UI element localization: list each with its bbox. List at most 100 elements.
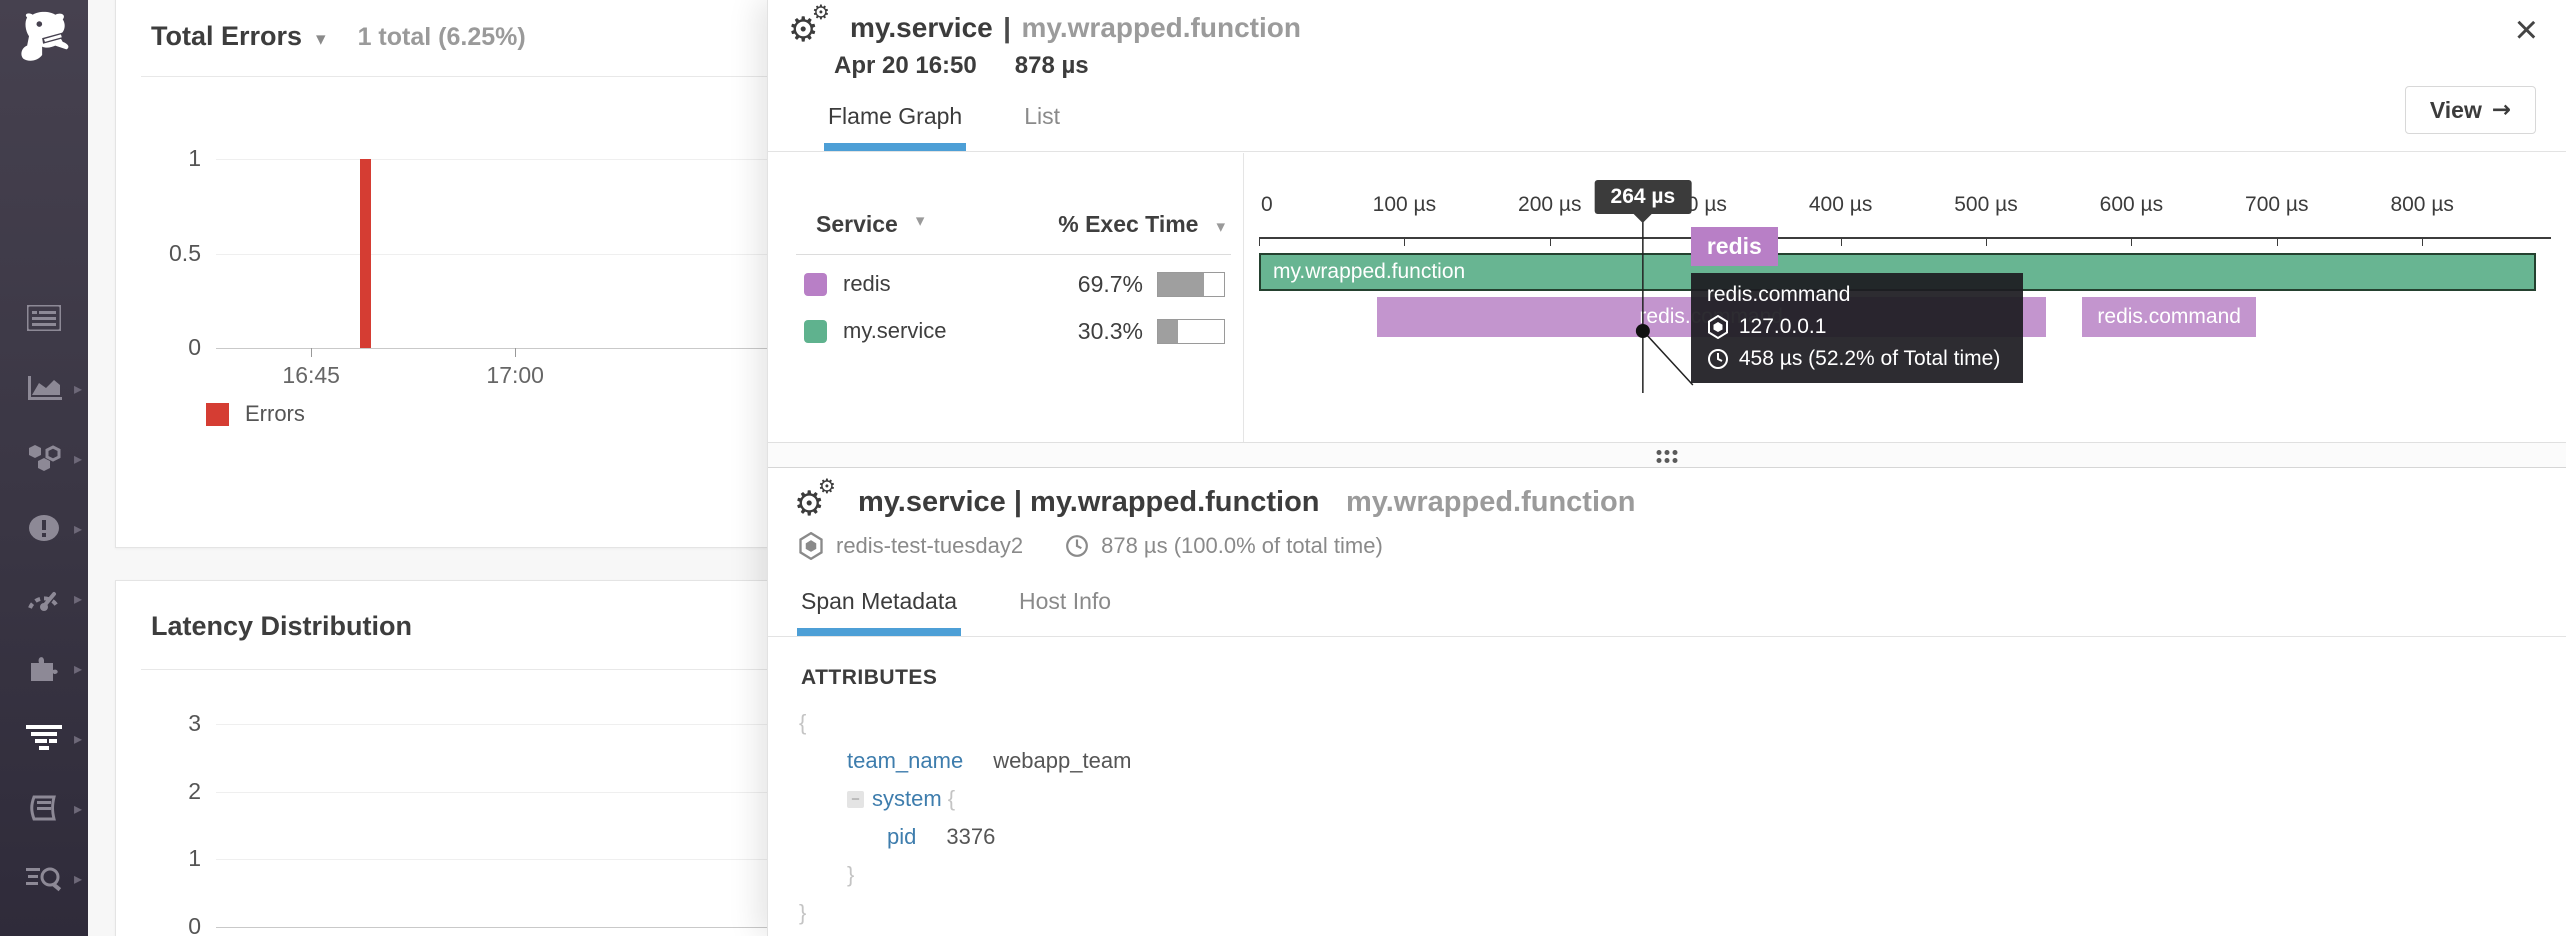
col-service[interactable]: Service	[816, 211, 898, 237]
x-axis-tick: 17:00	[486, 362, 544, 388]
sidebar-item-infrastructure[interactable]: ▸	[0, 430, 88, 486]
sidebar-item-logs[interactable]: ▸	[0, 780, 88, 836]
y-axis-tick: 0	[188, 912, 201, 936]
trace-tabs: Flame Graph List	[823, 103, 1061, 151]
flame-axis-tick: 600 µs	[2099, 193, 2164, 216]
host-hexagon-icon	[1707, 315, 1728, 339]
service-row-redis[interactable]: redis 69.7%	[804, 271, 1225, 297]
attributes-heading: ATTRIBUTES	[801, 666, 938, 689]
sidebar-item-synthetics[interactable]: ▸	[0, 850, 88, 906]
json-line: }	[799, 894, 1131, 932]
flame-axis-tick: 700 µs	[2245, 193, 2309, 216]
arrow-right-icon: →	[2491, 97, 2512, 123]
json-value: webapp_team	[993, 748, 1132, 773]
chevron-right-icon: ▸	[73, 798, 82, 818]
trace-timestamp: Apr 20 16:50	[834, 52, 977, 79]
span-tabs: Span Metadata Host Info	[796, 588, 1112, 636]
flame-axis	[1259, 237, 2551, 239]
flame-axis-tick-mark	[2422, 237, 2424, 246]
chevron-down-icon[interactable]: ▾	[316, 28, 326, 50]
sort-caret-icon[interactable]: ▾	[915, 211, 925, 231]
json-key[interactable]: team_name	[847, 748, 964, 773]
trace-title-service: my.service	[850, 12, 993, 43]
sidebar-item-apm[interactable]: ▸	[0, 710, 88, 766]
json-key[interactable]: system	[872, 786, 942, 811]
span-title: my.service | my.wrapped.function	[858, 485, 1320, 518]
collapse-toggle-icon[interactable]: −	[847, 790, 864, 808]
trace-title-resource: my.wrapped.function	[1021, 12, 1301, 43]
service-name: redis	[843, 271, 891, 296]
panel-splitter[interactable]	[768, 442, 2566, 468]
tooltip-duration: 458 µs (52.2% of Total time)	[1738, 347, 2001, 370]
col-exec-time[interactable]: % Exec Time	[1058, 211, 1199, 237]
sort-caret-icon[interactable]: ▾	[1216, 217, 1225, 237]
span-detail-panel: ⚙⚙ my.service | my.wrapped.function my.w…	[768, 468, 2566, 936]
exec-time-bar	[1157, 318, 1225, 344]
flame-span-redis.command[interactable]: redis.command	[2081, 297, 2257, 337]
flame-axis-tick-mark	[1404, 237, 1406, 246]
errors-legend[interactable]: Errors	[206, 401, 305, 427]
flame-axis-tick-mark	[1986, 237, 1987, 246]
flame-axis-tick-mark	[2131, 237, 2133, 246]
chevron-right-icon: ▸	[73, 588, 82, 608]
tooltip-span-name: redis.command	[1706, 283, 1851, 306]
sidebar-item-monitors[interactable]: ▸	[0, 570, 88, 626]
json-line: −system {	[799, 780, 1131, 818]
tab-list[interactable]: List	[1024, 103, 1061, 129]
error-bar[interactable]	[360, 159, 372, 348]
json-key[interactable]: pid	[887, 824, 917, 849]
flame-axis-tick-mark	[1259, 237, 1260, 246]
json-brace: }	[799, 900, 807, 925]
view-trace-button[interactable]: View →	[2405, 86, 2536, 134]
logs-icon	[30, 795, 56, 821]
trace-title-separator: |	[1003, 12, 1012, 43]
span-duration: 878 µs (100.0% of total time)	[1101, 533, 1383, 558]
tab-flame-graph[interactable]: Flame Graph	[823, 103, 967, 151]
tab-host-info[interactable]: Host Info	[1019, 588, 1112, 614]
total-errors-title[interactable]: Total Errors	[151, 21, 303, 51]
exec-time-pct: 30.3%	[1077, 317, 1143, 344]
flame-span-label: redis.command	[2097, 305, 2241, 328]
tooltip-host: 127.0.0.1	[1738, 315, 1827, 338]
span-host[interactable]: redis-test-tuesday2	[836, 533, 1024, 558]
view-button-label: View	[2429, 96, 2482, 123]
x-axis-tick: 16:45	[282, 362, 340, 388]
flame-axis-tick: 100 µs	[1372, 193, 1437, 216]
json-line: }	[799, 856, 1131, 894]
sidebar-item-dashboards[interactable]	[0, 290, 88, 346]
exec-time-pct: 69.7%	[1077, 270, 1143, 297]
dashboards-icon	[27, 305, 61, 331]
metrics-icon	[28, 376, 62, 400]
datadog-logo-icon[interactable]	[14, 10, 74, 70]
events-icon	[29, 515, 59, 541]
sidebar-item-integrations[interactable]: ▸	[0, 640, 88, 696]
chevron-right-icon: ▸	[73, 448, 82, 468]
flame-span-label: my.wrapped.function	[1273, 260, 1466, 283]
service-name: my.service	[843, 318, 947, 343]
flame-axis-tick: 200 µs	[1518, 193, 1582, 216]
latency-title: Latency Distribution	[151, 611, 413, 641]
drag-handle-icon[interactable]	[1656, 450, 1678, 463]
chevron-right-icon: ▸	[73, 658, 82, 678]
sidebar-item-events[interactable]: ▸	[0, 500, 88, 556]
host-hexagon-icon	[799, 532, 823, 560]
y-axis-tick: 0	[188, 334, 201, 360]
y-axis-tick: 2	[188, 777, 201, 804]
errors-legend-swatch	[206, 402, 229, 426]
clock-icon	[1066, 535, 1089, 557]
y-axis-tick: 1	[188, 845, 201, 871]
tab-span-metadata[interactable]: Span Metadata	[796, 588, 962, 636]
divider	[768, 151, 2566, 152]
close-icon[interactable]: ×	[2514, 8, 2538, 52]
flame-axis-tick: 400 µs	[1808, 193, 1873, 216]
flame-axis-tick-mark	[1549, 237, 1551, 246]
monitors-icon	[28, 592, 60, 611]
service-row-my.service[interactable]: my.service 30.3%	[804, 318, 1225, 344]
y-axis-tick: 0.5	[169, 239, 201, 266]
divider	[796, 254, 1231, 255]
integrations-icon	[31, 657, 58, 681]
sidebar-item-metrics[interactable]: ▸	[0, 360, 88, 416]
